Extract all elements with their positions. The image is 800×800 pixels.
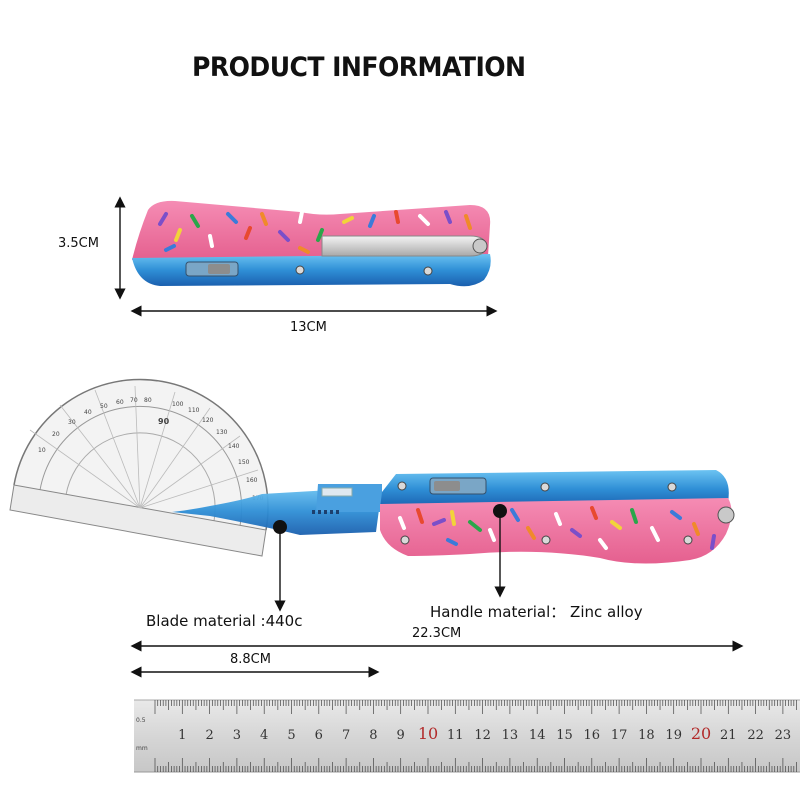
ruler-number: 13 — [502, 728, 519, 743]
ruler-number: 6 — [315, 728, 323, 743]
ruler-number: 19 — [665, 728, 682, 743]
ruler-number: 15 — [556, 728, 573, 743]
open-knife — [172, 470, 735, 564]
ruler-number: 23 — [775, 728, 792, 743]
ruler-number: 14 — [529, 728, 546, 743]
protractor-number: 40 — [84, 409, 92, 416]
closed-length-label: 13CM — [290, 320, 327, 335]
protractor-number: 100 — [172, 401, 184, 408]
ruler-unit-mark: 0.5 — [136, 717, 146, 724]
protractor-number: 10 — [38, 447, 46, 454]
protractor-number: 60 — [116, 399, 124, 406]
ruler-number: 3 — [233, 728, 241, 743]
blade-material-label: Blade material :440c — [146, 612, 303, 630]
ruler-number: 22 — [747, 728, 764, 743]
protractor-number: 160 — [246, 477, 258, 484]
protractor-number: 140 — [228, 443, 240, 450]
ruler-number: 17 — [611, 728, 628, 743]
blade-length-label: 8.8CM — [230, 652, 271, 667]
protractor-number: 80 — [144, 397, 152, 404]
height-dimension-label: 3.5CM — [58, 236, 99, 251]
ruler-number: 11 — [447, 728, 464, 743]
protractor-number: 110 — [188, 407, 200, 414]
ruler-number: 8 — [369, 728, 377, 743]
ruler-number: 12 — [474, 728, 491, 743]
ruler-unit-mark: mm — [136, 745, 148, 752]
ruler-number: 7 — [342, 728, 350, 743]
total-length-label: 22.3CM — [412, 626, 462, 641]
protractor-number: 150 — [238, 459, 250, 466]
protractor-number: 130 — [216, 429, 228, 436]
page-title: PRODUCT INFORMATION — [192, 52, 526, 83]
protractor-number: 120 — [202, 417, 214, 424]
ruler-number: 9 — [397, 728, 405, 743]
ruler-number: 4 — [260, 728, 268, 743]
protractor-number: 50 — [100, 403, 108, 410]
ruler-number: 1 — [178, 728, 186, 743]
ruler-number: 16 — [584, 728, 601, 743]
protractor-number: 70 — [130, 397, 138, 404]
ruler-number: 21 — [720, 728, 737, 743]
closed-knife — [132, 200, 491, 287]
ruler-number: 5 — [287, 728, 295, 743]
protractor-number: 30 — [68, 419, 76, 426]
ruler-number: 10 — [418, 724, 438, 743]
ruler-number: 18 — [638, 728, 655, 743]
protractor-number: 90 — [158, 417, 170, 426]
ruler-number: 20 — [691, 724, 711, 743]
handle-material-label: Handle material： Zinc alloy — [430, 603, 643, 621]
protractor-number: 20 — [52, 431, 60, 438]
ruler-number: 2 — [205, 728, 213, 743]
protractor: 10 20 30 40 50 60 70 80 90 100 110 120 1… — [9, 378, 269, 557]
